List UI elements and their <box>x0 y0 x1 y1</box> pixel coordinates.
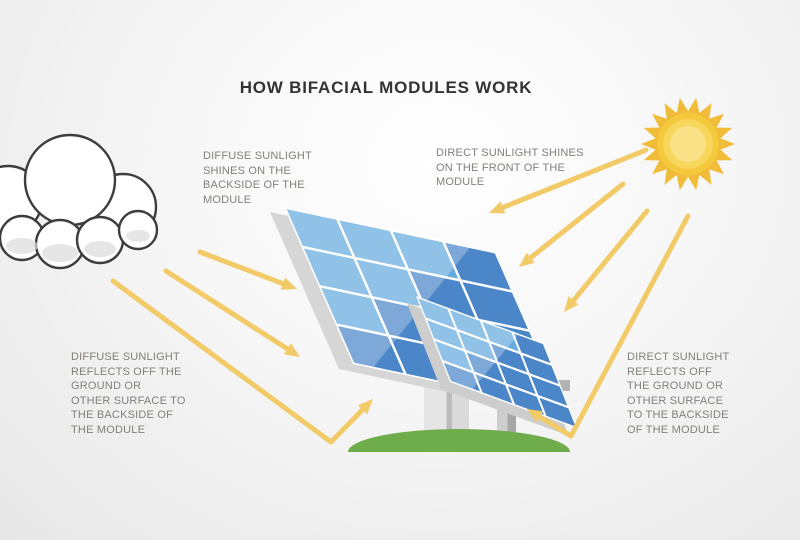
sunlight-arrow <box>528 181 626 261</box>
sun-disc <box>670 126 706 162</box>
sunlight-arrowhead <box>280 277 297 290</box>
grass-mound <box>348 429 570 452</box>
page-title: HOW BIFACIAL MODULES WORK <box>239 78 533 97</box>
label-direct-front: DIRECT SUNLIGHT SHINES ON THE FRONT OF T… <box>436 147 584 188</box>
sunlight-arrow <box>571 208 650 303</box>
cloud-icon <box>0 133 159 270</box>
sunlight-arrowhead <box>489 201 506 214</box>
sunlight-arrowhead <box>283 343 300 357</box>
label-direct-reflected: DIRECT SUNLIGHT REFLECTS OFF THE GROUND … <box>627 351 730 436</box>
sun-icon <box>641 97 735 191</box>
sunlight-arrow <box>163 268 290 352</box>
sunlight-arrowhead <box>357 399 373 415</box>
sunlight-arrowhead <box>564 296 579 312</box>
panel-leg-left <box>452 391 469 439</box>
label-diffuse-reflected: DIFFUSE SUNLIGHT REFLECTS OFF THE GROUND… <box>71 351 186 436</box>
label-diffuse-backside: DIFFUSE SUNLIGHT SHINES ON THE BACKSIDE … <box>203 150 312 206</box>
sunlight-arrowhead <box>519 252 535 267</box>
sunlight-arrow <box>197 249 286 287</box>
